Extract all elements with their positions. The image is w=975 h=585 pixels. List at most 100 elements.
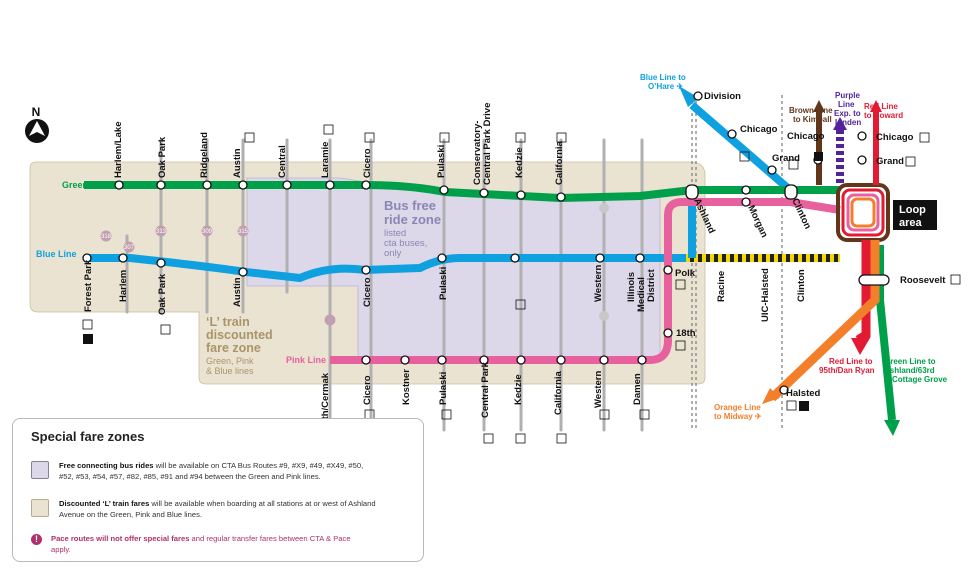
svg-text:307: 307	[124, 245, 135, 251]
svg-text:Damen: Damen	[632, 373, 643, 405]
svg-text:Austin: Austin	[232, 277, 243, 307]
svg-text:313: 313	[156, 229, 167, 235]
svg-text:Central: Central	[277, 145, 288, 178]
svg-text:315: 315	[238, 229, 249, 235]
svg-text:Chicago: Chicago	[740, 124, 778, 135]
svg-text:Central Park Drive: Central Park Drive	[482, 103, 493, 185]
grand-red-label: Grand	[876, 156, 904, 167]
bus-marker-309: 309	[201, 225, 213, 237]
north-arrow-icon: N	[25, 105, 49, 143]
halsted-label: Halsted	[786, 388, 821, 399]
svg-text:Cicero: Cicero	[362, 148, 373, 178]
svg-text:95th/Dan Ryan: 95th/Dan Ryan	[819, 366, 875, 375]
special-fare-legend: Special fare zones Free connecting bus r…	[12, 418, 424, 562]
svg-text:Bus free: Bus free	[384, 198, 436, 213]
chicago-brown-label: Chicago	[787, 131, 825, 142]
alert-icon: !	[31, 534, 42, 545]
lavender-swatch	[31, 461, 49, 479]
svg-text:to Howard: to Howard	[864, 111, 903, 120]
pink-line	[330, 198, 841, 364]
svg-text:Green, Pink: Green, Pink	[206, 356, 254, 366]
svg-text:Illinois: Illinois	[626, 272, 637, 302]
station-dots	[82, 91, 890, 395]
legend-pace-text: Pace routes will not offer special fares…	[51, 534, 351, 554]
svg-text:Division: Division	[704, 91, 741, 102]
blue-station-labels: Forest Park Harlem Oak Park Austin Cicer…	[83, 259, 807, 322]
roosevelt-label: Roosevelt	[900, 275, 946, 286]
svg-text:Oak Park: Oak Park	[157, 273, 168, 315]
svg-text:318: 318	[101, 234, 112, 240]
svg-text:fare zone: fare zone	[206, 341, 261, 355]
svg-text:& Cottage Grove: & Cottage Grove	[884, 375, 948, 384]
polk-label: Polk	[675, 268, 696, 279]
bus-route-markers: 318 307 313 309 315	[100, 203, 609, 326]
blue-line-north	[689, 101, 801, 194]
svg-text:Kostner: Kostner	[401, 369, 412, 405]
svg-text:54th/Cermak: 54th/Cermak	[320, 372, 331, 430]
bus-marker-307: 307	[123, 241, 135, 253]
blue-ohare-label: Blue Line to	[640, 73, 686, 82]
svg-text:area: area	[899, 217, 923, 229]
svg-text:Harlem: Harlem	[118, 270, 129, 302]
svg-text:Linden: Linden	[835, 118, 861, 127]
chicago-red-label: Chicago	[876, 132, 914, 143]
brown-line-label: Brown Line	[789, 106, 833, 115]
pink-station-labels: 54th/Cermak Cicero Kostner Pulaski Centr…	[320, 361, 643, 430]
svg-text:cta buses,: cta buses,	[384, 238, 427, 249]
svg-text:Harlem/Lake: Harlem/Lake	[113, 121, 124, 178]
svg-text:Cicero: Cicero	[362, 375, 373, 405]
svg-text:ride zone: ride zone	[384, 212, 441, 227]
pink-line-label: Pink Line	[286, 355, 326, 365]
loop-label: Loop	[899, 204, 926, 216]
orange-line-label: Orange Line	[714, 403, 761, 412]
blue-ohare-arrow	[679, 86, 699, 107]
svg-text:to Kimball: to Kimball	[793, 115, 832, 124]
svg-text:Kedzie: Kedzie	[513, 374, 524, 405]
svg-text:Laramie: Laramie	[320, 142, 331, 178]
legend-pace-row: ! Pace routes will not offer special far…	[31, 534, 371, 555]
blue-line-label: Blue Line	[36, 249, 77, 259]
svg-text:Austin: Austin	[232, 148, 243, 178]
svg-text:to Midway ✈: to Midway ✈	[714, 412, 762, 421]
bus-marker-313: 313	[155, 225, 167, 237]
green-line-south	[876, 245, 896, 421]
svg-text:‘L’ train: ‘L’ train	[206, 315, 250, 329]
svg-text:N: N	[32, 105, 41, 119]
svg-text:Oak Park: Oak Park	[157, 136, 168, 178]
orange-line	[768, 240, 880, 402]
svg-text:Kedzie: Kedzie	[514, 147, 525, 178]
svg-text:Pulaski: Pulaski	[438, 372, 449, 405]
svg-text:California: California	[554, 140, 565, 185]
purple-line-label: Purple	[835, 91, 860, 100]
svg-text:309: 309	[202, 229, 213, 235]
svg-text:Forest Park: Forest Park	[83, 259, 94, 312]
svg-text:Pulaski: Pulaski	[438, 267, 449, 300]
green-line	[84, 181, 840, 202]
red-howard-label: Red Line	[864, 102, 898, 111]
legend-train-row: Discounted ‘L’ train fares will be avail…	[31, 499, 379, 520]
svg-text:Morgan: Morgan	[745, 204, 770, 240]
svg-text:Line: Line	[838, 100, 855, 109]
bus-marker-315: 315	[237, 225, 249, 237]
red-south-label: Red Line to	[829, 357, 873, 366]
tan-swatch	[31, 499, 49, 517]
svg-text:UIC-Halsted: UIC-Halsted	[760, 268, 771, 322]
svg-text:Medical: Medical	[636, 277, 647, 312]
legend-bus-text: Free connecting bus rides will be availa…	[59, 461, 364, 481]
legend-bus-row: Free connecting bus rides will be availa…	[31, 461, 379, 482]
blue-line	[84, 254, 686, 282]
svg-text:Grand: Grand	[772, 153, 800, 164]
loop	[836, 183, 890, 242]
svg-text:Pulaski: Pulaski	[436, 145, 447, 178]
train-zone-label: ‘L’ train discounted fare zone Green, Pi…	[206, 315, 273, 376]
svg-text:Ashland/63rd: Ashland/63rd	[884, 366, 935, 375]
bus-marker-318: 318	[100, 230, 112, 242]
svg-text:& Blue lines: & Blue lines	[206, 366, 254, 376]
blue-upper-station-labels: Division Chicago Grand	[704, 91, 800, 164]
green-south-label: Green Line to	[884, 357, 936, 366]
svg-text:Ridgeland: Ridgeland	[199, 132, 210, 178]
svg-text:O’Hare ✈: O’Hare ✈	[648, 82, 683, 91]
bus-zone-label: Bus free ride zone listed cta buses, onl…	[384, 198, 441, 259]
dashed-bus-routes	[691, 95, 783, 430]
svg-text:only: only	[384, 248, 402, 259]
